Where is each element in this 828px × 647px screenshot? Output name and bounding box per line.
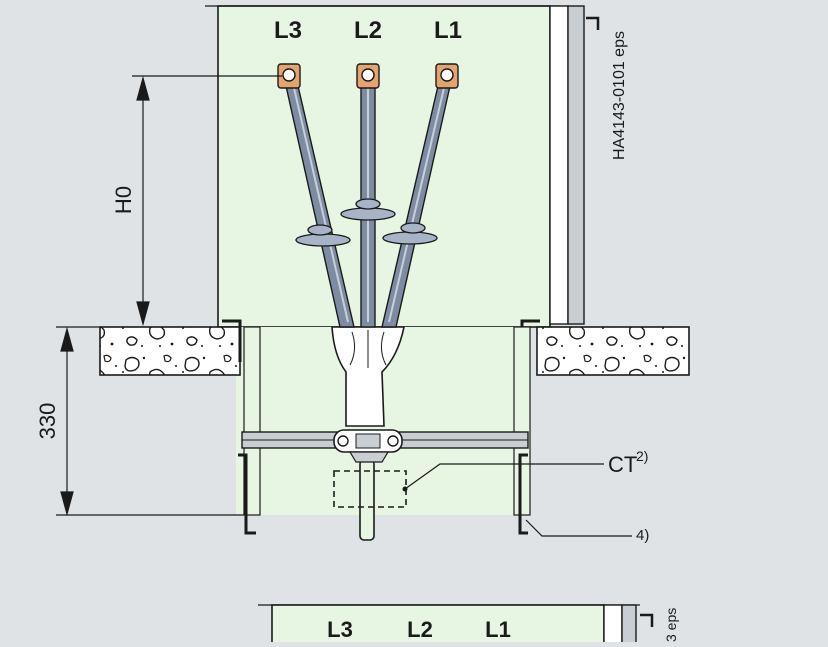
switchgear-panel [217, 5, 551, 328]
phase-label-l1: L1 [434, 17, 462, 44]
callout-frame-note: 4) [636, 527, 649, 544]
callout-ct-leader [402, 463, 604, 492]
cable-lug-l1 [435, 63, 459, 89]
phase-label-l2: L2 [354, 17, 382, 44]
cable-core-l2 [340, 85, 396, 328]
dimension-h0-label: H0 [111, 186, 136, 214]
cable-cores [285, 85, 451, 328]
second-phase-label-l3: L3 [327, 617, 353, 642]
panel-side-wall [549, 5, 600, 325]
callout-ct-note: 2) [636, 448, 648, 464]
cable-clamp [333, 429, 403, 453]
dimension-330 [56, 326, 244, 517]
cable-lug-l2 [356, 63, 380, 89]
callout-ct-label: CT [608, 452, 637, 477]
cable-lugs [277, 63, 459, 89]
drawing-id: HA4143-0101 eps [611, 31, 628, 160]
callout-frame-leader [525, 519, 632, 537]
dimension-330-label: 330 [35, 403, 60, 440]
base-frame [222, 319, 540, 535]
second-drawing-id: 3 eps [663, 608, 679, 642]
dimension-h0 [132, 75, 282, 327]
second-phase-label-l1: L1 [485, 617, 511, 642]
three-core-cable [359, 459, 375, 541]
phase-label-l3: L3 [274, 17, 302, 44]
second-drawing [258, 604, 654, 646]
cable-lug-l3 [277, 63, 301, 89]
cable-trifurcation-boot [331, 326, 405, 427]
cable-core-l3 [285, 85, 355, 328]
second-phase-label-l2: L2 [407, 617, 433, 642]
